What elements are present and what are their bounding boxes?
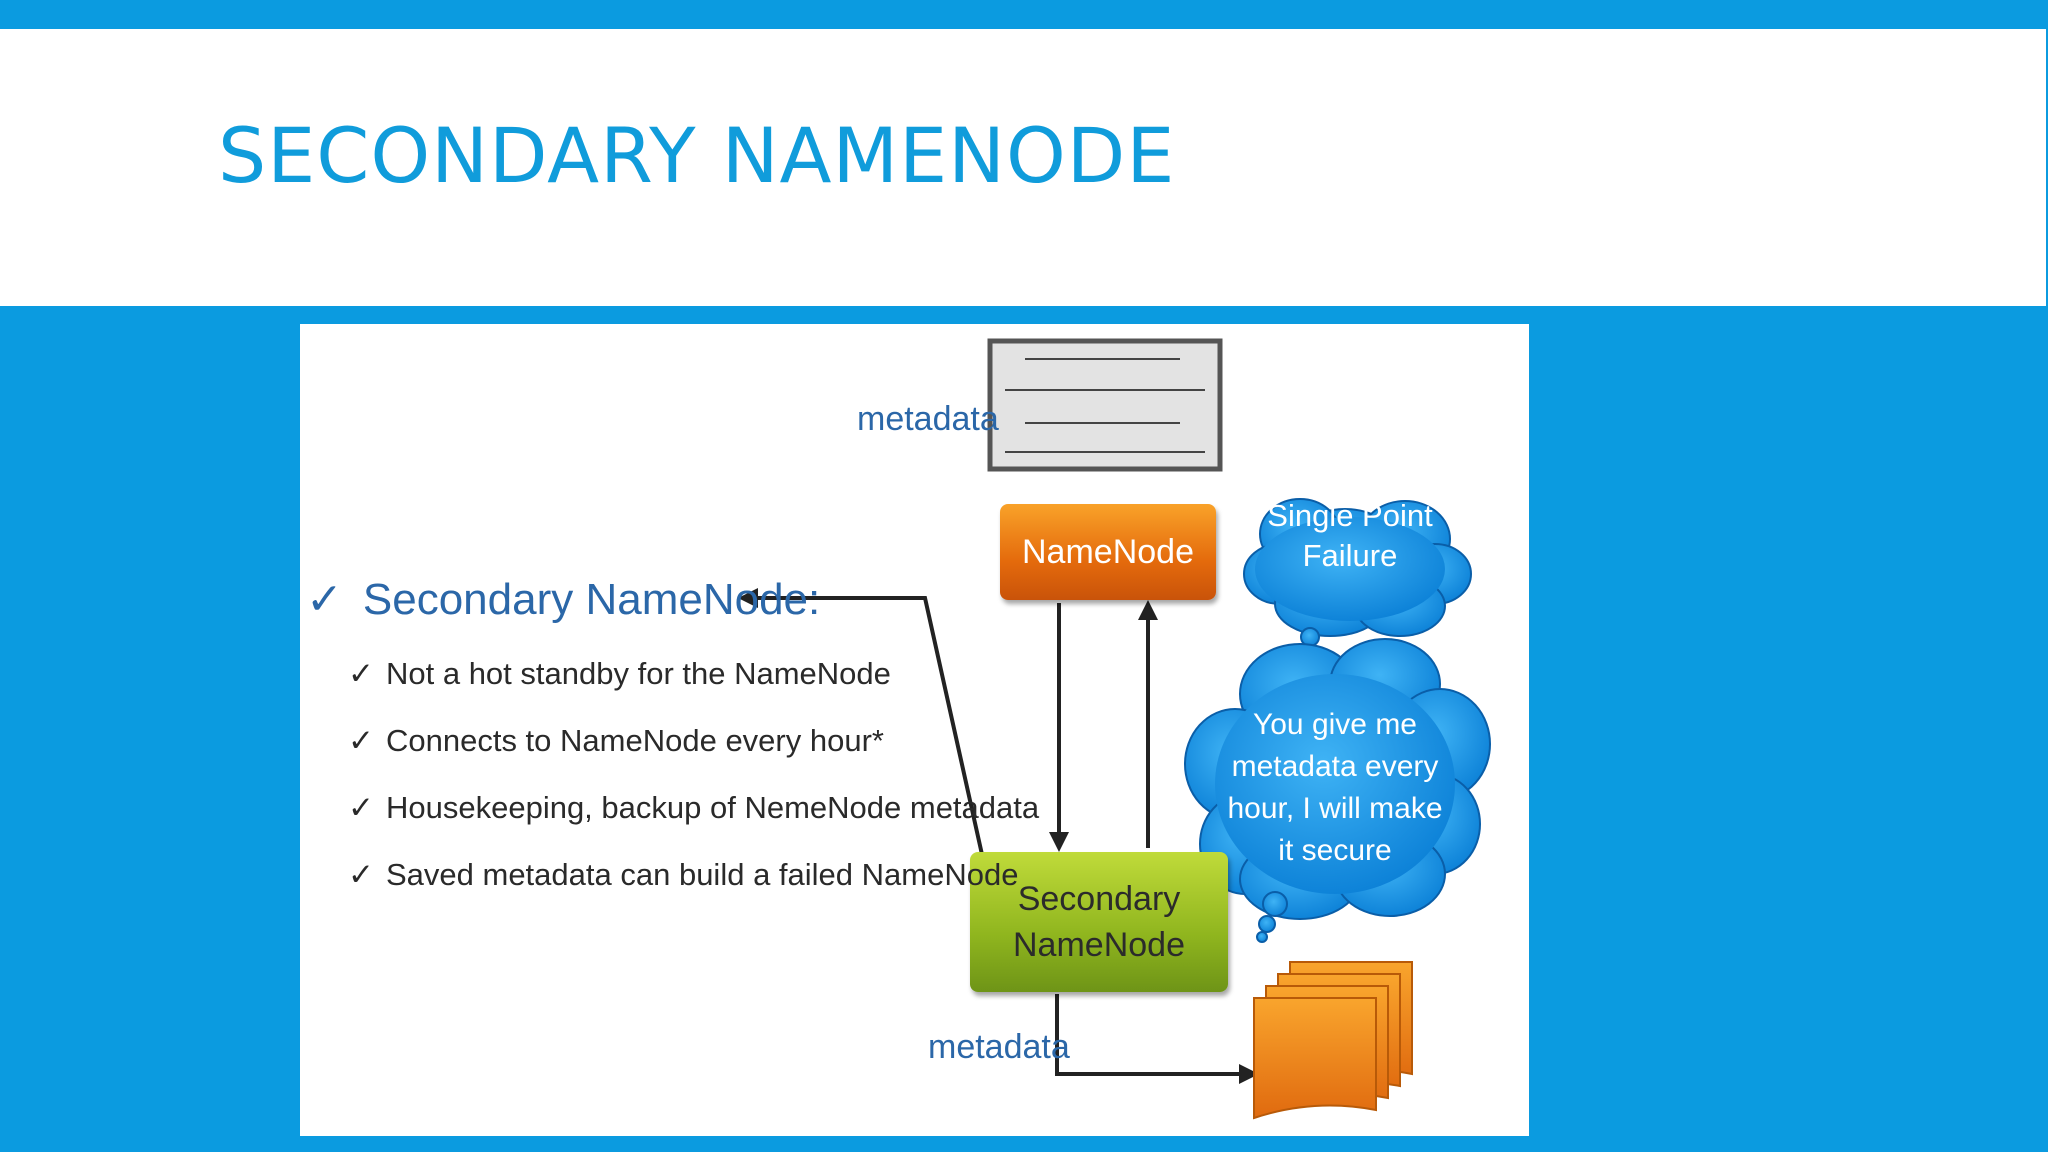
heading-text: Secondary NameNode:	[362, 575, 821, 624]
secondary-to-heading-arrow	[738, 588, 985, 860]
secondary-to-saved-metadata-arrow	[1055, 994, 1259, 1084]
title-band	[0, 29, 2046, 306]
diagram-panel: metadata metadata NameNode Secondary Nam…	[300, 324, 1529, 1136]
check-icon: ✓	[348, 857, 374, 892]
check-icon: ✓	[306, 575, 343, 624]
metadata-every-hour-cloud-icon	[1184, 638, 1491, 943]
namenode-box: NameNode	[1000, 504, 1216, 600]
list-item: ✓Saved metadata can build a failed NameN…	[348, 857, 1019, 892]
diagram-graphics	[738, 338, 1491, 1120]
check-icon: ✓	[348, 790, 374, 825]
list-item: ✓Housekeeping, backup of NemeNode metada…	[348, 790, 1040, 825]
list-item: ✓Not a hot standby for the NameNode	[348, 656, 891, 691]
single-point-failure-cloud-icon	[1243, 498, 1472, 657]
cloud-bottom-text: You give me metadata every hour, I will …	[1227, 708, 1443, 867]
slide-title: SECONDARY NAMENODE	[218, 111, 1176, 200]
metadata-bottom-label: metadata	[928, 1028, 1070, 1066]
feature-list: ✓Not a hot standby for the NameNode ✓Con…	[348, 656, 1039, 924]
secondary-namenode-heading: ✓ Secondary NameNode:	[306, 574, 820, 625]
list-item: ✓Connects to NameNode every hour*	[348, 723, 884, 758]
metadata-top-label: metadata	[857, 400, 999, 438]
check-icon: ✓	[348, 723, 374, 758]
cloud-top-text: Single Point Failure	[1267, 498, 1433, 573]
metadata-document-icon	[987, 338, 1223, 472]
check-icon: ✓	[348, 656, 374, 691]
saved-metadata-documents-icon	[1253, 961, 1413, 1120]
secondary-namenode-box: Secondary NameNode	[970, 852, 1228, 992]
